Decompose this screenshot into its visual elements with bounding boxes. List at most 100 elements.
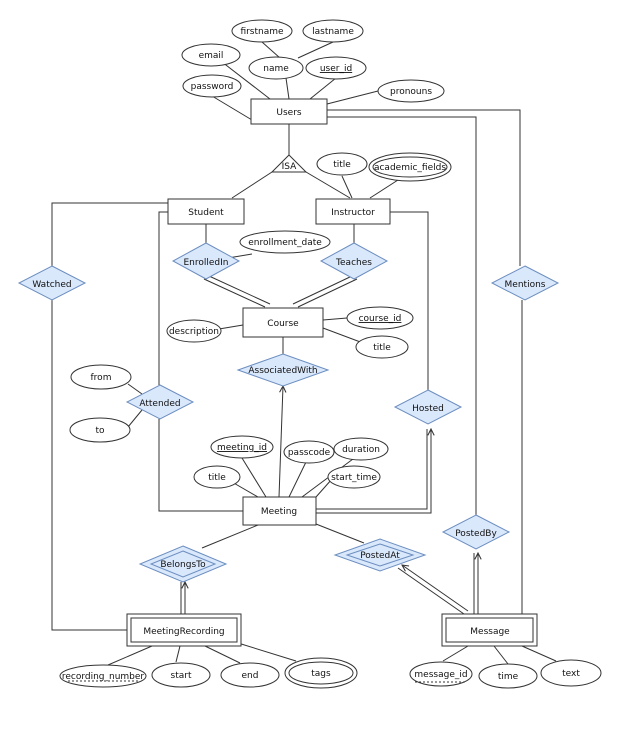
attribute-description[interactable]: description — [166, 319, 222, 343]
attribute-instructor-title-label: title — [333, 160, 351, 170]
connector-attended-from — [127, 383, 143, 395]
connector-meeting-title — [231, 481, 259, 498]
attribute-time[interactable]: time — [478, 663, 538, 689]
connector-recording-belongsto-double — [181, 582, 185, 614]
entities: Users Student Instructor Course Meeting … — [126, 98, 538, 647]
attribute-course-title[interactable]: title — [355, 335, 409, 359]
connector-meeting-duration — [301, 458, 354, 498]
entity-meeting[interactable]: Meeting — [242, 496, 317, 526]
connector-users-mentions — [327, 109, 521, 266]
connector-meeting-postedat — [315, 523, 365, 544]
attribute-password-label: password — [191, 82, 234, 92]
attribute-text[interactable]: text — [540, 659, 602, 687]
connector-meeting-meetingid — [241, 457, 267, 498]
relationship-postedby[interactable]: PostedBy — [441, 514, 511, 550]
attribute-name-label: name — [263, 64, 289, 74]
connector-attended-to — [127, 409, 143, 428]
attribute-lastname[interactable]: lastname — [302, 19, 364, 43]
connector-meeting-passcode — [288, 461, 307, 498]
attribute-course-id-key[interactable]: course_id — [346, 306, 414, 330]
entity-instructor-label: Instructor — [331, 208, 375, 218]
entity-course-label: Course — [267, 319, 299, 329]
relationship-attended-label: Attended — [139, 399, 180, 409]
connector-student-watched — [51, 202, 168, 266]
relationship-hosted-label: Hosted — [412, 404, 444, 414]
connector-meeting-starttime — [315, 478, 333, 498]
connector-recording-end — [204, 645, 241, 664]
attribute-description-label: description — [169, 327, 219, 337]
connector-isa-student — [231, 171, 273, 199]
relationship-associatedwith-label: AssociatedWith — [248, 366, 317, 376]
connector-meeting-hosted-double — [316, 429, 431, 514]
attribute-pronouns-label: pronouns — [390, 87, 432, 97]
attribute-user-id-key[interactable]: user_id — [305, 56, 367, 80]
connector-isa-instructor — [305, 171, 351, 199]
attribute-from[interactable]: from — [70, 364, 132, 390]
attribute-start[interactable]: start — [151, 662, 211, 688]
relationship-postedby-label: PostedBy — [455, 529, 497, 539]
attribute-name[interactable]: name — [248, 56, 304, 80]
entity-student-label: Student — [188, 208, 224, 218]
entity-instructor[interactable]: Instructor — [315, 198, 391, 225]
attribute-message-id-label: message_id — [414, 670, 467, 680]
attribute-message-id-partial-key[interactable]: message_id — [409, 661, 473, 687]
connector-instructor-academic — [369, 179, 399, 199]
weak-entity-meeting-recording[interactable]: MeetingRecording — [126, 613, 242, 647]
connector-message-time — [493, 645, 509, 665]
connector-users-email — [221, 61, 271, 100]
relationship-teaches[interactable]: Teaches — [319, 242, 389, 280]
attribute-course-id-label: course_id — [359, 314, 402, 324]
attribute-to-label: to — [95, 426, 105, 436]
attribute-enrollment-date-label: enrollment_date — [248, 238, 322, 248]
attribute-enrollment-date[interactable]: enrollment_date — [239, 230, 331, 254]
attribute-email-label: email — [199, 51, 224, 61]
connector-course-description — [218, 324, 244, 330]
attribute-pronouns[interactable]: pronouns — [377, 79, 445, 103]
relationships: EnrolledIn Teaches AssociatedWith Attend… — [17, 242, 560, 583]
attribute-end[interactable]: end — [220, 662, 280, 688]
connector-teaches-course-double — [292, 275, 358, 308]
attribute-recording-number-partial-key[interactable]: recording_number — [59, 664, 147, 688]
attribute-meeting-title[interactable]: title — [193, 465, 241, 489]
attribute-start-time-label: start_time — [331, 473, 377, 483]
attribute-course-title-label: title — [373, 343, 391, 353]
attribute-to[interactable]: to — [69, 417, 131, 443]
isa-label: ISA — [282, 162, 298, 172]
attribute-password[interactable]: password — [182, 74, 242, 98]
relationship-hosted[interactable]: Hosted — [393, 389, 463, 425]
relationship-enrolledin[interactable]: EnrolledIn — [171, 242, 241, 280]
connector-message-postedby-double — [474, 553, 478, 614]
connector-watched-recording — [51, 300, 127, 631]
attribute-email[interactable]: email — [181, 43, 241, 67]
attribute-start-label: start — [171, 671, 192, 681]
identifying-relationship-postedat[interactable]: PostedAt — [333, 538, 427, 572]
attribute-passcode[interactable]: passcode — [283, 440, 335, 464]
attribute-firstname[interactable]: firstname — [231, 19, 293, 43]
connector-users-name — [285, 77, 290, 100]
attribute-time-label: time — [498, 672, 519, 682]
connector-enrolledin-course-double — [203, 275, 271, 308]
weak-entity-message[interactable]: Message — [441, 613, 538, 647]
relationship-enrolledin-label: EnrolledIn — [183, 258, 228, 268]
connector-recording-tags — [237, 642, 297, 662]
identifying-relationship-belongsto[interactable]: BelongsTo — [138, 545, 228, 583]
attribute-duration[interactable]: duration — [333, 437, 389, 461]
entity-course[interactable]: Course — [242, 307, 324, 338]
relationship-attended[interactable]: Attended — [125, 384, 195, 420]
relationship-mentions[interactable]: Mentions — [490, 265, 560, 301]
connector-course-title — [322, 327, 364, 344]
entity-message-label: Message — [470, 627, 510, 637]
attribute-instructor-title[interactable]: title — [316, 152, 368, 176]
multivalued-attribute-tags[interactable]: tags — [284, 657, 358, 689]
relationship-associatedwith[interactable]: AssociatedWith — [236, 353, 330, 387]
attribute-start-time[interactable]: start_time — [327, 465, 381, 489]
entity-meeting-recording-label: MeetingRecording — [143, 627, 224, 637]
attribute-meeting-id-key[interactable]: meeting_id — [210, 435, 274, 459]
isa-triangle[interactable]: ISA — [270, 154, 308, 173]
attribute-academic-fields-label: academic_fields — [374, 163, 446, 173]
relationship-watched[interactable]: Watched — [17, 265, 87, 301]
entity-student[interactable]: Student — [167, 198, 245, 225]
multivalued-attribute-academic-fields[interactable]: academic_fields — [368, 152, 452, 182]
entity-users[interactable]: Users — [250, 98, 328, 125]
